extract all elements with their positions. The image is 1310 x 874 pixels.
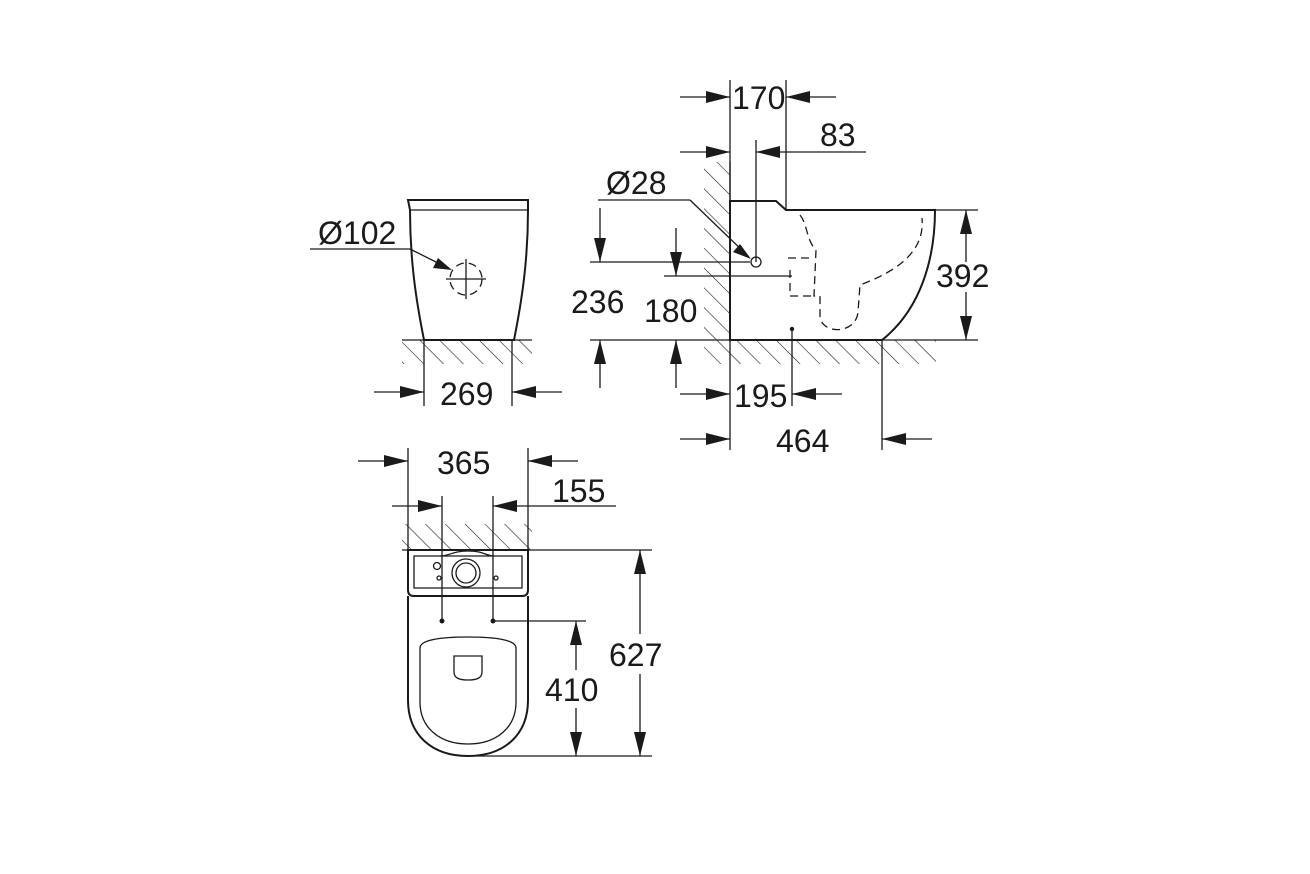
dim-180-top-arrow: [670, 252, 682, 276]
dim-410-bottom-arrow: [570, 732, 582, 756]
side-dia-arrow: [433, 258, 452, 270]
dim-464-label: 464: [776, 423, 829, 459]
inlet-diameter-label: Ø28: [606, 165, 666, 201]
tank-hole-left-small: [436, 575, 442, 581]
tank-hole-left: [432, 561, 442, 571]
dim-464-right-arrow: [882, 433, 906, 445]
inlet-circle: [750, 256, 762, 268]
dim-195-right-arrow: [792, 388, 816, 400]
dim-464-left-arrow: [706, 433, 730, 445]
dim-392-bottom-arrow: [960, 316, 972, 340]
dim-365-right-arrow: [528, 455, 552, 467]
top-seat-opening: [453, 655, 483, 681]
dim-236-label: 236: [571, 284, 624, 320]
top-tank-inner: [413, 555, 523, 589]
side-view: Ø102 269: [310, 199, 562, 412]
dim-627-label: 627: [609, 637, 662, 673]
dim-180-label: 180: [644, 293, 697, 329]
dim-236-top-arrow: [594, 238, 606, 262]
top-seat-outline: [419, 636, 517, 745]
wall-hatch: [704, 162, 730, 340]
top-wall-hatch: [402, 524, 532, 550]
dim-410-top-arrow: [570, 621, 582, 645]
dim-365-left-arrow: [384, 455, 408, 467]
dim-83-label: 83: [820, 117, 856, 153]
side-width-label: 269: [440, 376, 493, 412]
flush-button-inner: [455, 562, 477, 584]
dim-170-right-arrow: [786, 91, 810, 103]
top-bowl-outline: [407, 596, 529, 758]
dim-392-label: 392: [936, 258, 989, 294]
dim-170-label: 170: [732, 80, 785, 116]
side-body-outline: [406, 199, 529, 341]
front-floor-hatch: [704, 340, 936, 364]
top-view: 365 155 627 410: [358, 445, 662, 758]
front-hidden-bowl: [799, 214, 923, 331]
front-body-outline: [729, 200, 937, 341]
dim-410-label: 410: [545, 672, 598, 708]
dim-236-bottom-arrow: [594, 340, 606, 364]
inlet-arrow: [733, 244, 751, 259]
dim-170-left-arrow: [706, 91, 730, 103]
dim-365-label: 365: [437, 445, 490, 481]
dim-180-bottom-arrow: [670, 340, 682, 364]
side-dim-left-arrow: [400, 386, 424, 398]
front-hidden-trap: [788, 257, 816, 297]
dim-155-right-arrow: [493, 500, 517, 512]
dim-83-right-arrow: [756, 146, 780, 158]
dim-195-left-arrow: [706, 388, 730, 400]
dim-155-label: 155: [552, 473, 605, 509]
dim-195-label: 195: [734, 378, 787, 414]
tank-hole-right-small: [493, 575, 499, 581]
dim-155-left-arrow: [418, 500, 442, 512]
side-diameter-label: Ø102: [318, 215, 396, 251]
side-dim-right-arrow: [512, 386, 536, 398]
top-tank-notch: [439, 550, 495, 557]
dim-627-top-arrow: [634, 550, 646, 574]
dim-627-bottom-arrow: [634, 732, 646, 756]
dim-392-top-arrow: [960, 210, 972, 234]
top-tank-outline: [407, 549, 529, 597]
flush-button-outer: [451, 558, 481, 588]
front-view: Ø28 170 83 236 180 392: [571, 80, 989, 459]
dim-83-left-arrow: [706, 146, 730, 158]
